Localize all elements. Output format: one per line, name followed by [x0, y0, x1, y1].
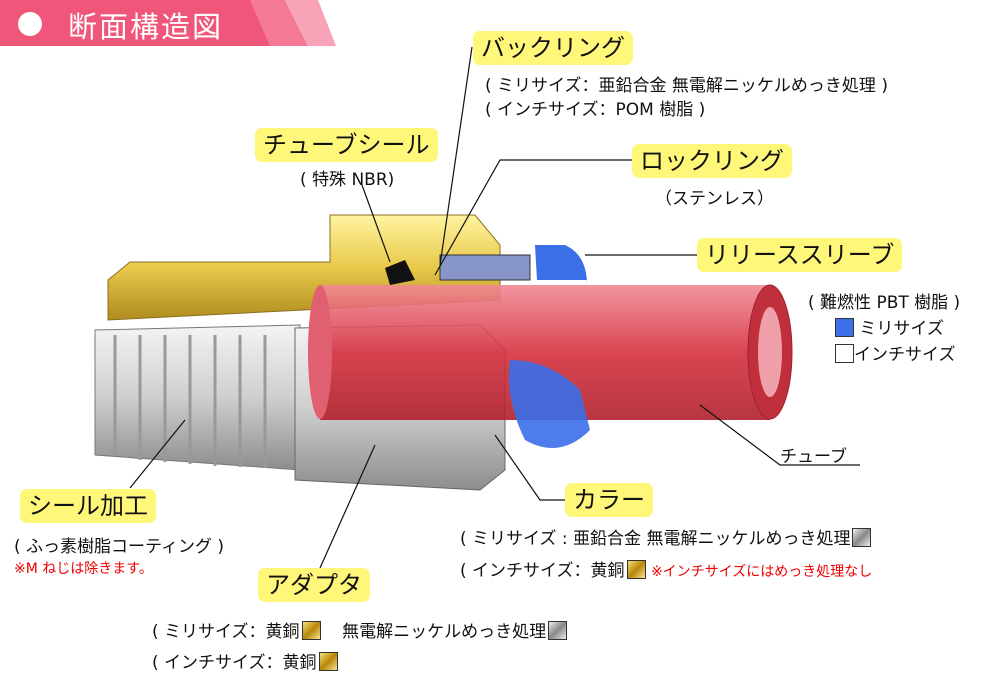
collar-inch-text: ( インチサイズ：黄銅: [460, 561, 625, 581]
seal-process-note: ※M ねじは除きます。: [14, 561, 153, 577]
collar-note: ※インチサイズにはめっき処理なし: [650, 564, 873, 580]
adapter-plating-text: 無電解ニッケルめっき処理: [342, 622, 547, 642]
legend-inch: インチサイズ: [833, 340, 956, 365]
label-lock-ring: ロックリング: [632, 144, 792, 178]
gold-swatch: [626, 560, 646, 579]
collar-inch: ( インチサイズ：黄銅 ※インチサイズにはめっき処理なし: [460, 556, 872, 581]
label-collar: カラー: [565, 483, 653, 517]
adapter-mm: ( ミリサイズ：黄銅 無電解ニッケルめっき処理: [152, 617, 568, 642]
header-bg: [0, 0, 336, 46]
release-sleeve: [535, 245, 587, 285]
lock-ring-parts: [439, 254, 531, 281]
label-adapter: アダプタ: [258, 568, 370, 602]
label-tube: チューブ: [780, 447, 847, 467]
adapter-inch: ( インチサイズ：黄銅: [152, 648, 338, 673]
silver-swatch: [548, 621, 568, 640]
legend-mm-text: ミリサイズ: [859, 319, 944, 339]
tube-seal: [385, 260, 415, 285]
legend-mm: ミリサイズ: [833, 314, 944, 339]
tube-seal-material: ( 特殊 NBR): [300, 170, 395, 190]
back-ring-inch: ( インチサイズ：POM 樹脂 ): [485, 100, 706, 120]
page-title: 断面構造図: [68, 10, 224, 44]
label-seal-process: シール加工: [20, 489, 156, 523]
label-tube-seal: チューブシール: [255, 128, 438, 162]
gold-swatch: [318, 652, 338, 671]
silver-swatch: [852, 528, 872, 547]
label-back-ring: バックリング: [473, 31, 633, 65]
collar-mm-text: ( ミリサイズ : 亜鉛合金 無電解ニッケルめっき処理: [460, 529, 851, 549]
legend-inch-text: インチサイズ: [854, 345, 956, 365]
label-release-sleeve: リリーススリーブ: [697, 238, 903, 272]
thread-section: [94, 324, 301, 471]
back-ring-mm: ( ミリサイズ：亜鉛合金 無電解ニッケルめっき処理 ): [485, 76, 888, 96]
adapter-inch-text: ( インチサイズ：黄銅: [152, 653, 317, 673]
seal-process-material: ( ふっ素樹脂コーティング ): [14, 537, 225, 557]
blue-swatch: [835, 318, 854, 337]
white-swatch: [835, 344, 854, 363]
bullet-icon: [18, 12, 42, 36]
collar-mm: ( ミリサイズ : 亜鉛合金 無電解ニッケルめっき処理: [460, 524, 872, 549]
lock-ring-material: （ステンレス）: [655, 189, 774, 209]
adapter-mm-text: ( ミリサイズ：黄銅: [152, 622, 300, 642]
gold-swatch: [301, 621, 321, 640]
collar: [509, 360, 590, 448]
release-sleeve-material: ( 難燃性 PBT 樹脂 ): [808, 293, 961, 313]
